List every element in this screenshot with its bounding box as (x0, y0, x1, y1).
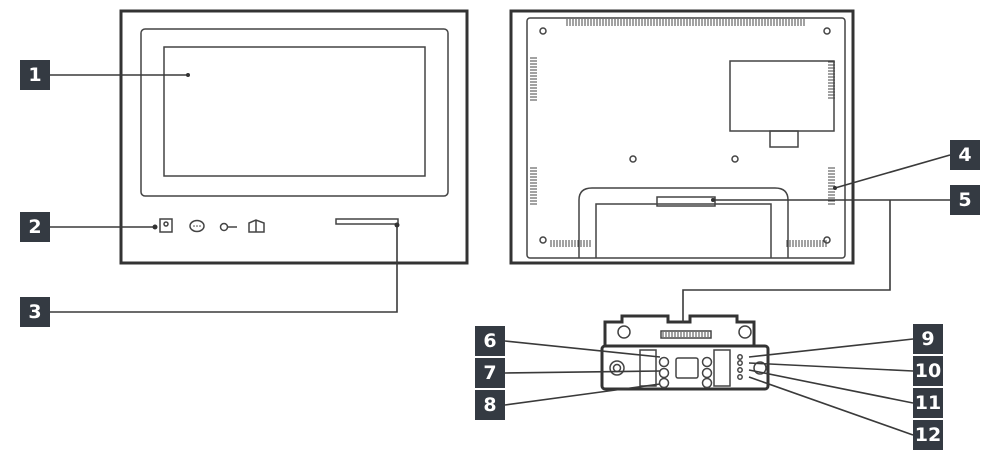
svg-text:1: 1 (28, 64, 41, 86)
unlock-icon[interactable] (248, 219, 265, 233)
svg-text:2: 2 (28, 216, 41, 238)
monitor-back (509, 9, 855, 337)
svg-text:10: 10 (915, 360, 941, 382)
key-icon[interactable] (219, 222, 238, 232)
callout-4: 4 (950, 140, 980, 170)
svg-text:8: 8 (483, 394, 496, 416)
svg-text:6: 6 (483, 330, 496, 352)
svg-text:5: 5 (958, 189, 971, 211)
monitor-front (119, 9, 469, 265)
svg-text:4: 4 (958, 144, 971, 166)
leader-lines (50, 73, 951, 436)
callout-5: 5 (950, 185, 980, 215)
doorbell-monitor-icon[interactable] (159, 218, 173, 233)
terminal-block (600, 314, 770, 391)
callout-11: 11 (913, 388, 943, 418)
svg-text:11: 11 (915, 392, 941, 414)
callout-1: 1 (20, 60, 50, 90)
callout-6: 6 (475, 326, 505, 356)
callout-2: 2 (20, 212, 50, 242)
callout-8: 8 (475, 390, 505, 420)
svg-text:7: 7 (483, 362, 496, 384)
callout-10: 10 (913, 356, 943, 386)
svg-text:12: 12 (915, 424, 941, 446)
callout-7: 7 (475, 358, 505, 388)
svg-text:9: 9 (921, 328, 934, 350)
callout-12: 12 (913, 420, 943, 450)
callout-9: 9 (913, 324, 943, 354)
svg-text:3: 3 (28, 301, 41, 323)
callout-3: 3 (20, 297, 50, 327)
message-icon[interactable] (189, 219, 205, 233)
